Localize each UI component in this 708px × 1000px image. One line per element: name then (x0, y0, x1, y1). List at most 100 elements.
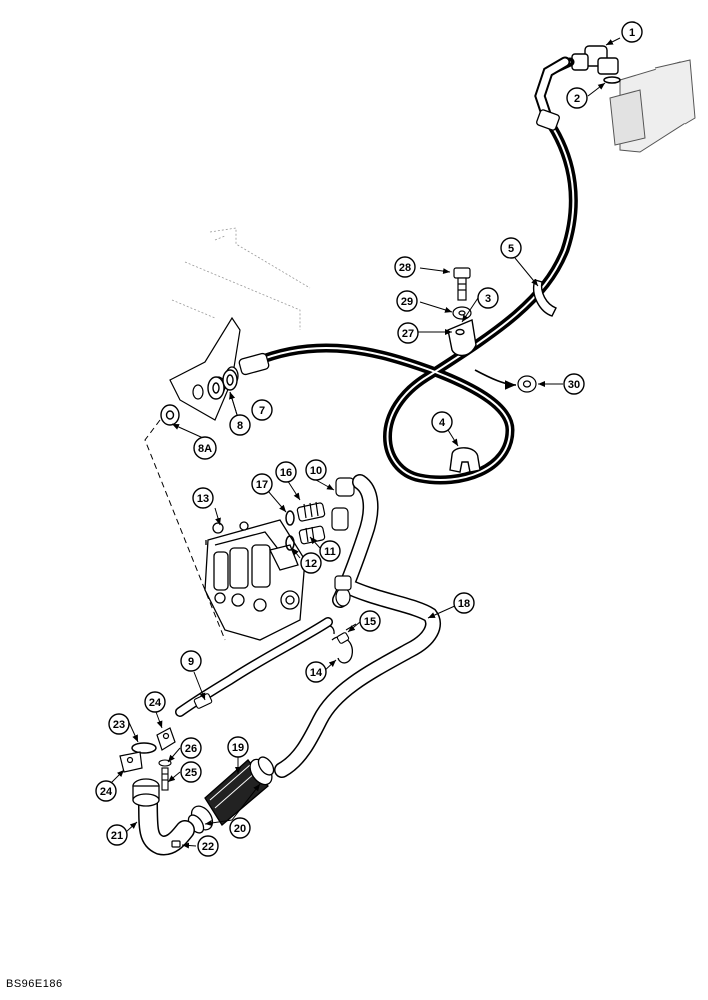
svg-text:19: 19 (232, 742, 244, 754)
adapter-fitting-11 (298, 525, 326, 545)
elbow-tube-21-flange (132, 778, 160, 807)
machine-frame-outline (171, 227, 311, 330)
svg-text:22: 22 (202, 841, 214, 853)
elbow-fitting-10 (331, 477, 355, 531)
svg-text:27: 27 (402, 328, 414, 340)
hose-crimp-ferrule (536, 109, 560, 131)
callout-20: 20 (229, 817, 251, 839)
washer-8 (207, 376, 225, 400)
pump-elbow-fitting (571, 45, 619, 75)
bolt-28 (453, 267, 471, 301)
suction-hose-9 (175, 617, 333, 717)
svg-text:18: 18 (458, 598, 470, 610)
adapter-fitting-16 (296, 501, 326, 522)
tube-clamp-14 (321, 625, 353, 664)
seal-washer-7 (222, 369, 238, 391)
callout-24-lower: 24 (95, 780, 117, 802)
assembly-dashed-line (144, 419, 226, 641)
bolt-25 (161, 767, 169, 791)
callout-16: 16 (275, 461, 297, 483)
elbow-tube-21 (138, 790, 195, 856)
svg-text:29: 29 (401, 296, 413, 308)
svg-text:20: 20 (234, 823, 246, 835)
hose-clamp-4 (449, 447, 481, 473)
svg-text:14: 14 (310, 667, 323, 679)
callout-4: 4 (431, 411, 453, 433)
svg-text:30: 30 (568, 379, 580, 391)
svg-text:15: 15 (364, 616, 376, 628)
callout-3: 3 (477, 287, 499, 309)
figure-reference-code: BS96E186 (6, 978, 63, 990)
svg-text:25: 25 (185, 767, 197, 779)
washer-8a (160, 404, 180, 426)
svg-text:4: 4 (439, 417, 446, 429)
svg-text:24: 24 (149, 697, 162, 709)
hose-19 (204, 759, 269, 826)
callout-21: 21 (106, 824, 128, 846)
callout-9: 9 (180, 650, 202, 672)
control-valve-13 (204, 519, 306, 641)
return-tube-18 (274, 474, 441, 778)
callout-29: 29 (396, 290, 418, 312)
svg-text:2: 2 (574, 93, 580, 105)
callout-1: 1 (621, 21, 643, 43)
drain-plug-22 (171, 840, 181, 848)
svg-text:7: 7 (259, 405, 265, 417)
callout-24-upper: 24 (144, 691, 166, 713)
tube-end-fitting (334, 575, 352, 607)
callout-25: 25 (180, 761, 202, 783)
callout-7: 7 (251, 399, 273, 421)
callout-23: 23 (108, 713, 130, 735)
svg-text:8A: 8A (198, 443, 212, 455)
svg-text:11: 11 (324, 546, 336, 558)
callout-11: 11 (319, 540, 341, 562)
svg-text:13: 13 (197, 493, 209, 505)
svg-text:1: 1 (629, 27, 635, 39)
svg-text:28: 28 (399, 262, 411, 274)
o-ring-17 (285, 510, 295, 526)
clamp-half-24-upper (156, 727, 176, 751)
callout-26: 26 (180, 737, 202, 759)
callout-30: 30 (563, 373, 585, 395)
svg-text:23: 23 (113, 719, 125, 731)
callout-5: 5 (500, 237, 522, 259)
callout-18: 18 (453, 592, 475, 614)
callout-8a: 8A (193, 436, 217, 460)
callout-19: 19 (227, 736, 249, 758)
callout-12: 12 (300, 552, 322, 574)
svg-text:9: 9 (188, 656, 194, 668)
callout-17: 17 (251, 473, 273, 495)
o-ring-12 (285, 535, 295, 551)
callout-28: 28 (394, 256, 416, 278)
callout-22: 22 (197, 835, 219, 857)
nut-30 (517, 375, 537, 393)
callout-10: 10 (305, 459, 327, 481)
leader-lines (107, 37, 621, 849)
svg-text:21: 21 (111, 830, 123, 842)
callout-2: 2 (566, 87, 588, 109)
hose-clamp-20-upper (249, 756, 275, 786)
callout-15: 15 (359, 610, 381, 632)
svg-text:24: 24 (100, 786, 113, 798)
svg-text:3: 3 (485, 293, 491, 305)
hydraulic-pump (609, 59, 696, 153)
hose-clamp-27 (447, 319, 477, 357)
nut-30-pointer (474, 369, 517, 390)
callout-8: 8 (229, 414, 251, 436)
o-ring-2 (603, 76, 621, 84)
svg-text:10: 10 (310, 465, 322, 477)
callout-13: 13 (192, 487, 214, 509)
svg-text:8: 8 (237, 420, 243, 432)
hose-clamp-5 (533, 279, 557, 317)
pressure-hose-3 (250, 56, 578, 485)
callout-14: 14 (305, 661, 327, 683)
svg-text:5: 5 (508, 243, 514, 255)
svg-text:16: 16 (280, 467, 292, 479)
callout-27: 27 (397, 322, 419, 344)
svg-text:17: 17 (256, 479, 268, 491)
bolt-15 (336, 623, 357, 644)
o-ring-23 (131, 742, 157, 754)
clamp-half-24-lower (119, 751, 143, 773)
svg-text:26: 26 (185, 743, 197, 755)
